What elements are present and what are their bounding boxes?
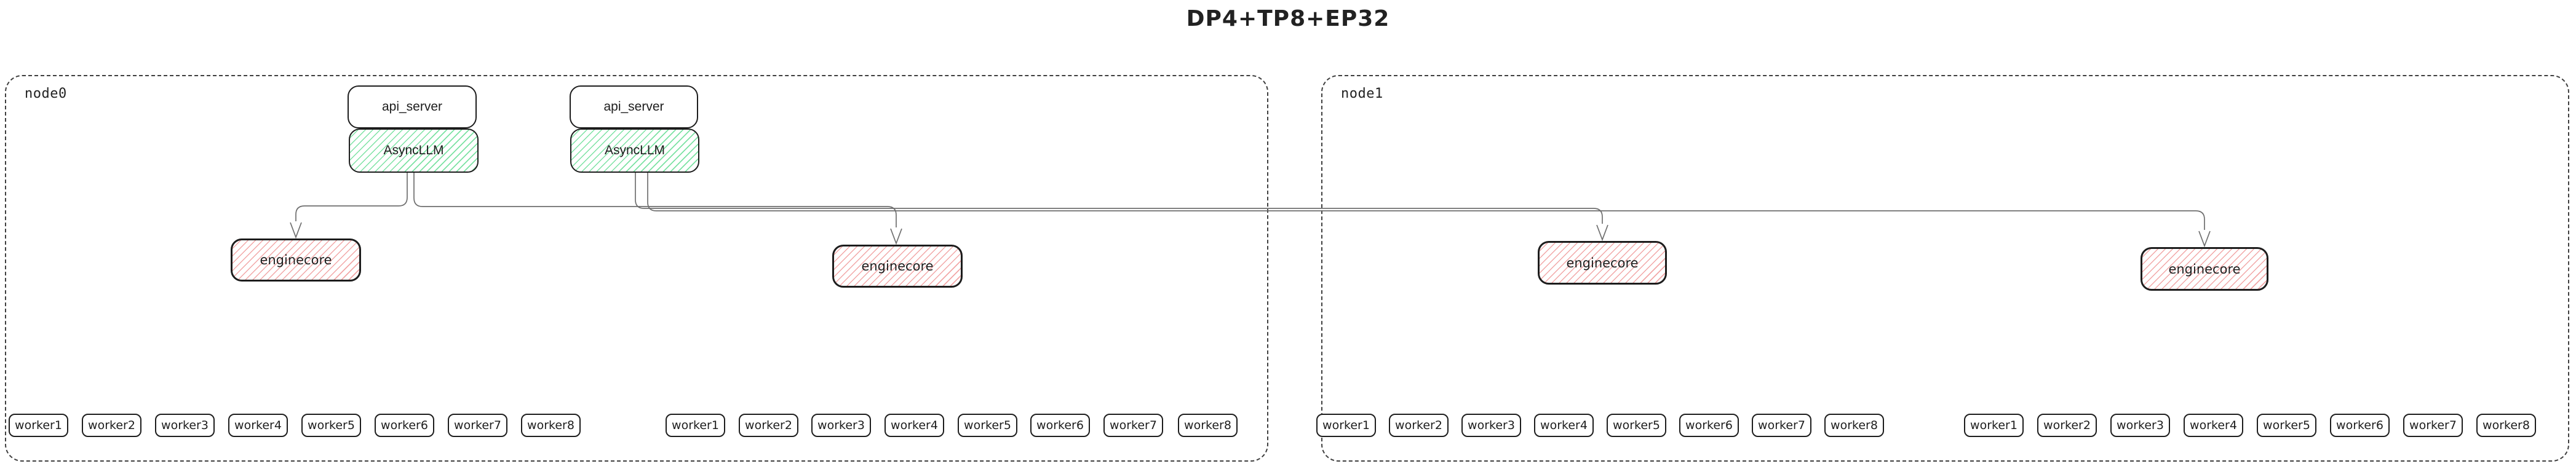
worker-box: worker6 <box>1030 414 1090 437</box>
node0-container: node0 <box>5 75 1268 462</box>
worker-box: worker8 <box>521 414 581 437</box>
worker-box: worker4 <box>2184 414 2243 437</box>
worker-box: worker1 <box>666 414 725 437</box>
worker-box: worker2 <box>1389 414 1449 437</box>
worker-box: worker5 <box>1607 414 1666 437</box>
asyncllm-box-2: AsyncLLM <box>570 128 699 173</box>
worker-box: worker8 <box>1824 414 1884 437</box>
worker-box: worker1 <box>1964 414 2024 437</box>
worker-box: worker8 <box>2476 414 2536 437</box>
edge-llm2-ec3 <box>635 173 1603 224</box>
worker-box: worker5 <box>2257 414 2316 437</box>
node1-container: node1 <box>1321 75 2569 462</box>
worker-box: worker7 <box>448 414 507 437</box>
worker-box: worker6 <box>2330 414 2390 437</box>
worker-box: worker8 <box>1178 414 1238 437</box>
api-server-box-1: api_server <box>348 85 477 128</box>
diagram-title: DP4+TP8+EP32 <box>1186 6 1390 31</box>
arrowhead-ec1 <box>290 222 302 239</box>
worker-box: worker3 <box>2110 414 2170 437</box>
worker-box: worker6 <box>375 414 434 437</box>
worker-box: worker2 <box>739 414 798 437</box>
worker-box: worker4 <box>1534 414 1594 437</box>
arrowhead-ec4 <box>2198 231 2211 248</box>
arrowhead-ec3 <box>1596 224 1608 242</box>
worker-box: worker2 <box>2037 414 2097 437</box>
worker-box: worker7 <box>1103 414 1163 437</box>
worker-box: worker1 <box>9 414 68 437</box>
worker-box: worker7 <box>2403 414 2463 437</box>
worker-box: worker4 <box>228 414 288 437</box>
node1-label: node1 <box>1341 86 1383 101</box>
asyncllm-box-1: AsyncLLM <box>349 128 479 173</box>
worker-box: worker3 <box>1461 414 1521 437</box>
worker-box: worker4 <box>885 414 944 437</box>
enginecore-box-3: enginecore <box>1538 241 1667 285</box>
worker-box: worker5 <box>301 414 361 437</box>
worker-box: worker5 <box>958 414 1017 437</box>
api-server-box-2: api_server <box>570 85 698 128</box>
worker-box: worker2 <box>82 414 141 437</box>
node0-label: node0 <box>25 86 67 101</box>
arrowhead-ec2 <box>890 228 902 245</box>
enginecore-box-2: enginecore <box>832 245 963 288</box>
worker-box: worker3 <box>155 414 215 437</box>
enginecore-box-4: enginecore <box>2141 247 2268 291</box>
worker-box: worker7 <box>1752 414 1811 437</box>
worker-box: worker3 <box>811 414 871 437</box>
edge-llm1-ec1 <box>295 173 408 221</box>
edge-llm2-ec4 <box>647 173 2205 230</box>
worker-box: worker6 <box>1679 414 1739 437</box>
edge-llm1-ec2 <box>413 173 897 227</box>
worker-box: worker1 <box>1316 414 1376 437</box>
enginecore-box-1: enginecore <box>231 238 361 282</box>
